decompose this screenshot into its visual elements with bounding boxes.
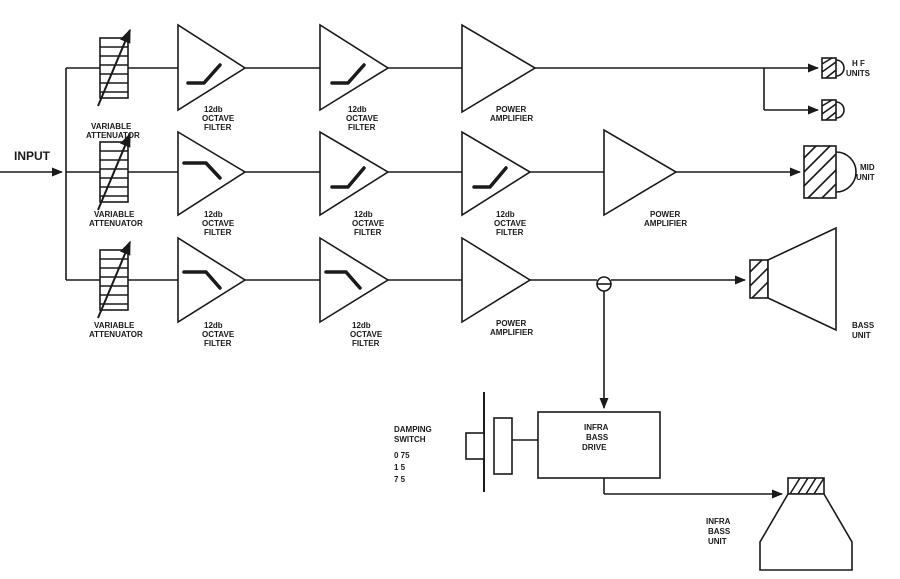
variable-attenuator-3 [98,242,130,318]
attenuator-label: VARIABLE [94,321,135,330]
lowpass-symbol-icon [324,270,362,290]
hf-units-label: H F [852,59,865,68]
damping-switch-contact [493,417,513,475]
infra-unit-label: UNIT [708,537,727,546]
mid-speaker [803,145,857,199]
filter-label: FILTER [204,339,232,348]
attenuator-label: VARIABLE [91,122,132,131]
bass-speaker [749,226,837,332]
amplifier-label: POWER [496,319,526,328]
filter-label: 12db [354,210,373,219]
power-amplifier-hf [461,23,537,114]
filter-label: 12db [348,105,367,114]
bass-unit-label: UNIT [852,331,871,340]
filter-label: OCTAVE [494,219,527,228]
filter-label: OCTAVE [202,219,235,228]
filter-label: FILTER [204,228,232,237]
highpass-symbol-icon [330,166,366,189]
filter-triangle-mid-1 [177,130,247,217]
attenuator-label: ATTENUATOR [89,219,143,228]
hf-speaker-1 [821,57,845,79]
filter-label: OCTAVE [202,330,235,339]
infra-drive-label: INFRA [584,423,609,432]
mid-unit-label: MID [860,163,875,172]
damping-value: 0 75 [394,451,410,460]
power-amplifier-mid [603,128,678,217]
damping-value: 7 5 [394,475,406,484]
damping-switch-label: DAMPING [394,425,432,434]
amplifier-label: AMPLIFIER [490,328,533,337]
hf-speaker-2 [821,99,845,121]
power-amplifier-bass [461,236,532,324]
infra-unit-label: INFRA [706,517,731,526]
highpass-symbol-icon [186,63,222,85]
filter-label: 12db [204,210,223,219]
filter-label: FILTER [354,228,382,237]
filter-label: FILTER [496,228,524,237]
infra-unit-label: BASS [708,527,731,536]
filter-triangle-mid-2 [319,130,390,217]
infra-bass-drive-box [537,411,661,479]
filter-label: 12db [204,105,223,114]
damping-value: 1 5 [394,463,406,472]
amplifier-label: POWER [650,210,680,219]
lowpass-symbol-icon [182,270,222,290]
filter-label: 12db [204,321,223,330]
attenuator-label: ATTENUATOR [89,330,143,339]
mid-unit-label: UNIT [856,173,875,182]
input-label: INPUT [14,149,51,163]
infra-bass-speaker [759,477,853,571]
filter-label: FILTER [204,123,232,132]
filter-triangle-hf-1 [177,23,247,112]
highpass-symbol-icon [330,63,366,85]
filter-triangle-mid-3 [461,130,532,217]
filter-label: OCTAVE [352,219,385,228]
attenuator-label: VARIABLE [94,210,135,219]
filter-label: 12db [496,210,515,219]
filter-triangle-hf-2 [319,23,390,112]
bass-unit-label: BASS [852,321,875,330]
variable-attenuator-1 [98,30,130,106]
infra-drive-label: BASS [586,433,609,442]
filter-label: FILTER [348,123,376,132]
infra-drive-label: DRIVE [582,443,607,452]
attenuator-label: ATTENUATOR [86,131,140,140]
variable-attenuator-2 [98,134,130,210]
filter-label: OCTAVE [346,114,379,123]
damping-switch-label: SWITCH [394,435,426,444]
filter-label: OCTAVE [350,330,383,339]
damping-switch-knob [465,432,485,460]
amplifier-label: POWER [496,105,526,114]
amplifier-label: AMPLIFIER [644,219,687,228]
highpass-symbol-icon [472,166,508,189]
hf-units-label: UNITS [846,69,871,78]
filter-label: OCTAVE [202,114,235,123]
amplifier-label: AMPLIFIER [490,114,533,123]
filter-label: FILTER [352,339,380,348]
filter-label: 12db [352,321,371,330]
lowpass-symbol-icon [182,161,222,180]
